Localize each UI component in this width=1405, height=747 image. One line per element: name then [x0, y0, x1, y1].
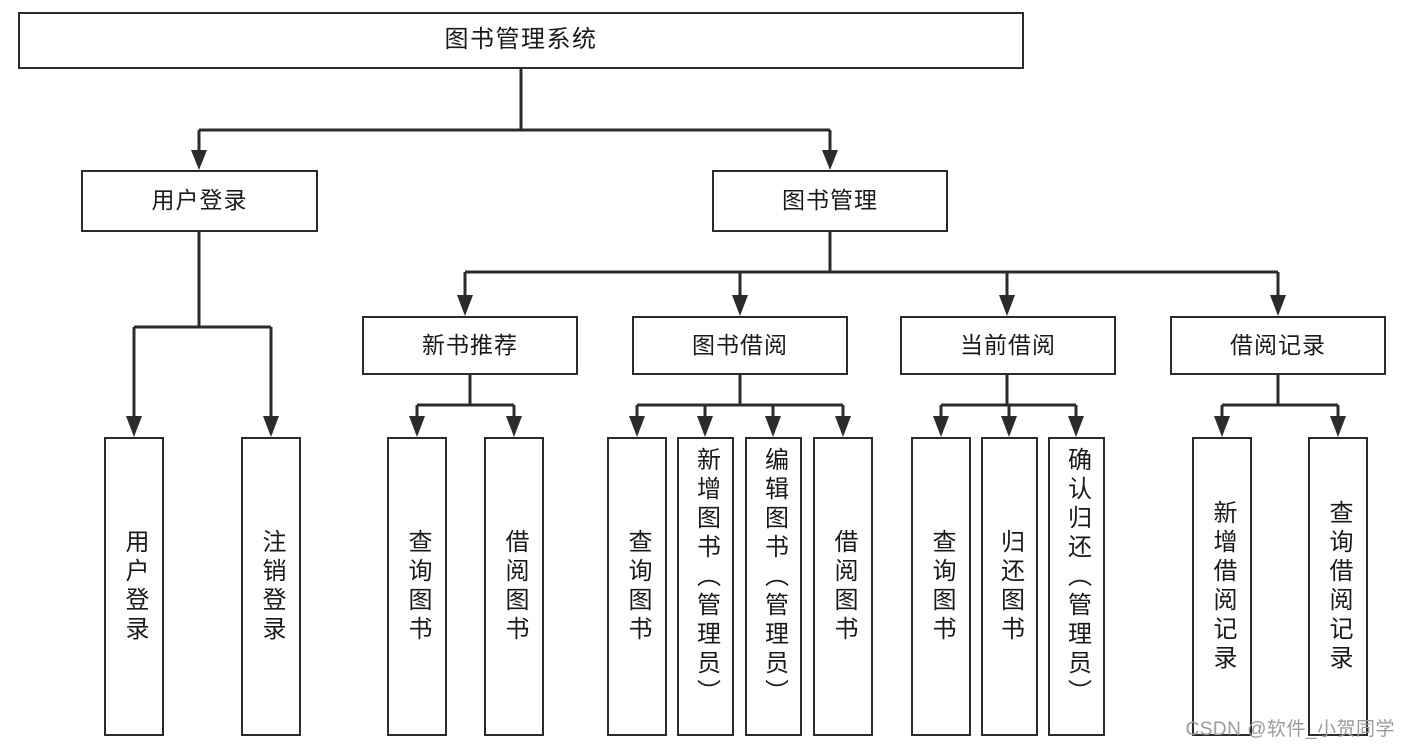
leaf-br-add-record[interactable]: 新增借阅记录 [1192, 437, 1252, 736]
leaf-cb-confirm-return-admin[interactable]: 确认归还（管理员） [1048, 437, 1105, 736]
leaf-bb-borrow-book-label: 借阅图书 [830, 528, 857, 645]
node-borrow-record-label: 借阅记录 [1230, 331, 1326, 358]
arrow-bb-0 [629, 416, 645, 437]
node-new-book-recommend[interactable]: 新书推荐 [362, 316, 578, 375]
arrow-l3-3 [1270, 295, 1286, 316]
arrow-book-manage [822, 150, 838, 170]
leaf-cb-query-book-label: 查询图书 [928, 528, 955, 645]
node-book-management-label: 图书管理 [782, 187, 878, 214]
leaf-br-query-record-label: 查询借阅记录 [1325, 499, 1352, 674]
leaf-cb-query-book[interactable]: 查询图书 [911, 437, 971, 736]
arrow-l3-1 [732, 295, 748, 316]
arrow-l3-2 [999, 295, 1015, 316]
node-book-management[interactable]: 图书管理 [712, 170, 948, 232]
leaf-br-query-record[interactable]: 查询借阅记录 [1308, 437, 1368, 736]
node-root-system[interactable]: 图书管理系统 [18, 12, 1024, 69]
leaf-user-login-signin[interactable]: 用户登录 [104, 437, 164, 736]
arrow-user-login [191, 150, 207, 170]
arrow-br-1 [1330, 416, 1346, 437]
node-user-login[interactable]: 用户登录 [81, 170, 318, 232]
leaf-bb-edit-book-admin[interactable]: 编辑图书（管理员） [745, 437, 802, 736]
arrow-ul-leaf-0 [126, 416, 142, 437]
leaf-bb-query-book[interactable]: 查询图书 [607, 437, 667, 736]
leaf-cb-return-book-label: 归还图书 [996, 528, 1024, 645]
leaf-bb-query-book-label: 查询图书 [624, 528, 651, 645]
node-book-borrow-label: 图书借阅 [692, 331, 788, 358]
arrow-cb-2 [1068, 416, 1084, 437]
node-book-borrow[interactable]: 图书借阅 [632, 316, 848, 375]
leaf-nbr-borrow-book-label: 借阅图书 [501, 528, 528, 645]
leaf-user-login-signin-label: 用户登录 [121, 528, 148, 645]
node-current-borrow-label: 当前借阅 [960, 331, 1056, 358]
leaf-user-login-signout[interactable]: 注销登录 [241, 437, 301, 736]
node-user-login-label: 用户登录 [151, 187, 248, 214]
leaf-nbr-borrow-book[interactable]: 借阅图书 [484, 437, 544, 736]
arrow-br-0 [1214, 416, 1230, 437]
arrow-cb-1 [1001, 416, 1017, 437]
arrow-l3-0 [457, 295, 473, 316]
leaf-bb-borrow-book[interactable]: 借阅图书 [813, 437, 873, 736]
arrow-nbr-1 [506, 416, 522, 437]
node-current-borrow[interactable]: 当前借阅 [900, 316, 1116, 375]
node-root-label: 图书管理系统 [444, 26, 598, 54]
leaf-bb-edit-book-admin-label: 编辑图书（管理员） [760, 447, 788, 708]
node-new-book-recommend-label: 新书推荐 [422, 331, 518, 358]
arrow-cb-0 [933, 416, 949, 437]
leaf-br-add-record-label: 新增借阅记录 [1209, 499, 1236, 674]
arrow-bb-3 [835, 416, 851, 437]
leaf-nbr-query-book-label: 查询图书 [404, 528, 431, 645]
leaf-bb-add-book-admin-label: 新增图书（管理员） [692, 447, 720, 708]
leaf-cb-confirm-return-admin-label: 确认归还（管理员） [1063, 447, 1091, 708]
leaf-cb-return-book[interactable]: 归还图书 [981, 437, 1038, 736]
arrow-bb-1 [697, 416, 713, 437]
leaf-nbr-query-book[interactable]: 查询图书 [387, 437, 447, 736]
leaf-bb-add-book-admin[interactable]: 新增图书（管理员） [677, 437, 734, 736]
arrow-ul-leaf-1 [263, 416, 279, 437]
leaf-user-login-signout-label: 注销登录 [258, 528, 285, 645]
arrow-nbr-0 [409, 416, 425, 437]
csdn-watermark: CSDN @软件_小贺同学 [1185, 719, 1395, 740]
arrow-bb-2 [765, 416, 781, 437]
node-borrow-record[interactable]: 借阅记录 [1170, 316, 1386, 375]
